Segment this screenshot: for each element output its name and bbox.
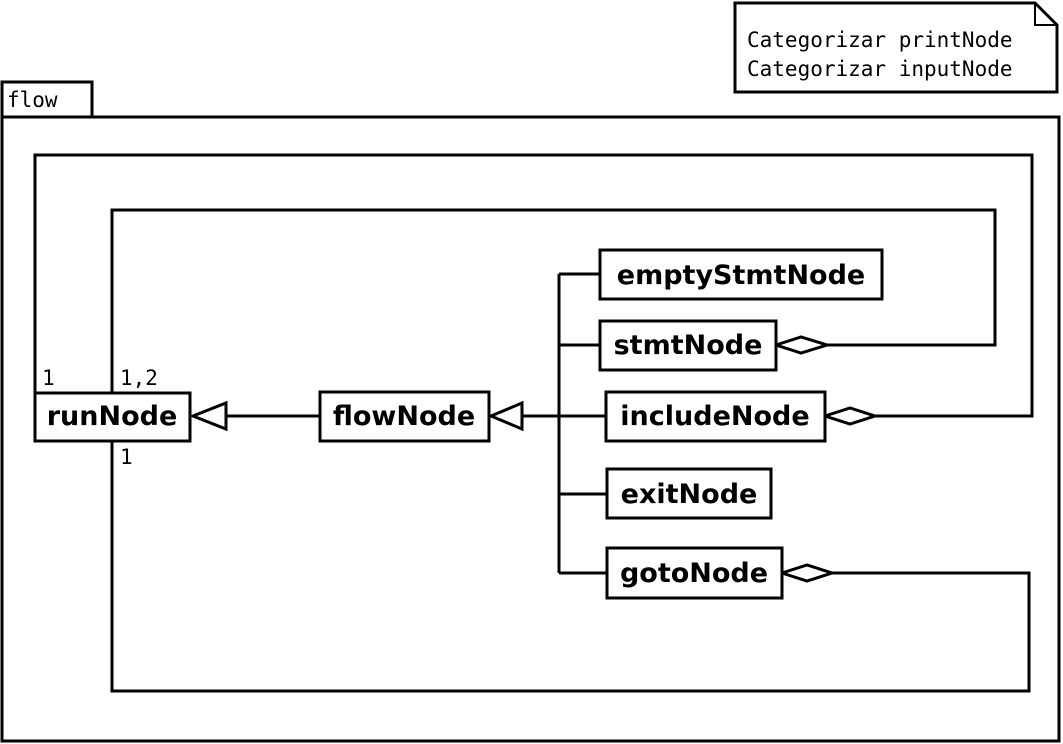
class-flownode: flowNode: [318, 390, 491, 443]
multiplicity-middle: 1,2: [120, 366, 158, 390]
note-line-1: Categorizar printNode: [747, 28, 1013, 52]
class-gotonode: gotoNode: [605, 546, 784, 600]
class-stmtnode-label: stmtNode: [614, 330, 763, 361]
package-label: flow: [7, 88, 58, 112]
class-stmtnode: stmtNode: [598, 319, 778, 372]
class-exitnode: exitNode: [605, 467, 773, 520]
diamond-stmtnode: [771, 335, 833, 355]
class-flownode-label: flowNode: [333, 401, 475, 432]
class-emptystmtnode: emptyStmtNode: [598, 248, 884, 301]
triangle-runnode: [188, 400, 228, 432]
class-runnode: runNode: [33, 391, 192, 443]
aggregation-goto-runnode: [110, 442, 1031, 693]
multiplicity-outer-left: 1: [42, 366, 55, 390]
class-gotonode-label: gotoNode: [620, 558, 768, 589]
diamond-includenode: [820, 406, 880, 426]
class-includenode: includeNode: [604, 390, 827, 443]
note-line-2: Categorizar inputNode: [747, 57, 1013, 81]
class-includenode-label: includeNode: [620, 401, 809, 432]
multiplicity-bottom: 1: [120, 445, 133, 469]
class-runnode-label: runNode: [47, 401, 178, 432]
aggregation-include-runnode: [33, 153, 1034, 418]
class-exitnode-label: exitNode: [621, 479, 758, 510]
note: Categorizar printNode Categorizar inputN…: [733, 1, 1059, 94]
diamond-gotonode: [777, 563, 837, 583]
triangle-flownode: [487, 400, 524, 432]
class-emptystmtnode-label: emptyStmtNode: [617, 260, 865, 291]
aggregation-stmt-runnode: [110, 208, 997, 393]
generalization-tree-flownode: [522, 272, 607, 575]
